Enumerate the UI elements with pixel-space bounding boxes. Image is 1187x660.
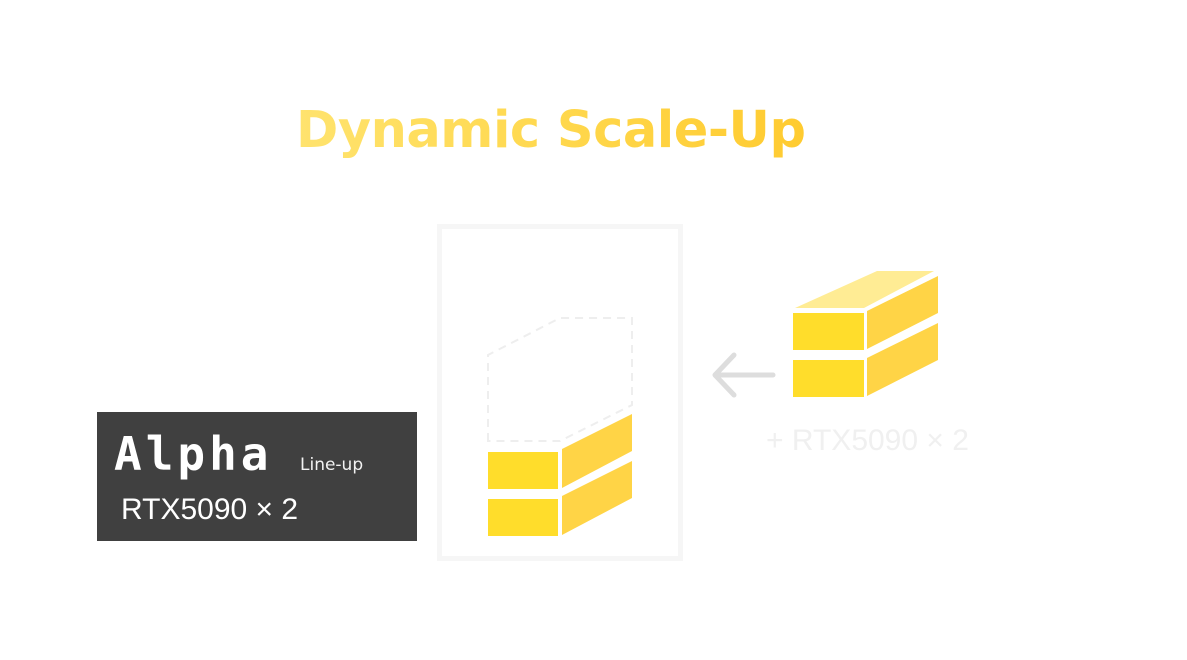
badge-subtitle: Line-up [300,455,364,475]
incoming-gpu-label: + RTX5090 × 2 [766,424,969,457]
diagram-title: Dynamic Scale-Up [296,96,806,166]
arrow-left-icon [712,352,776,398]
server-chassis-box [437,224,683,561]
alpha-lineup-badge: Alpha Line-up RTX5090 × 2 [97,412,417,541]
incoming-gpu-unit-2 [793,323,938,397]
badge-spec: RTX5090 × 2 [121,493,299,526]
incoming-gpu-top-face [795,271,934,308]
incoming-gpu-unit-1 [793,276,938,350]
badge-brand: Alpha [114,427,273,481]
